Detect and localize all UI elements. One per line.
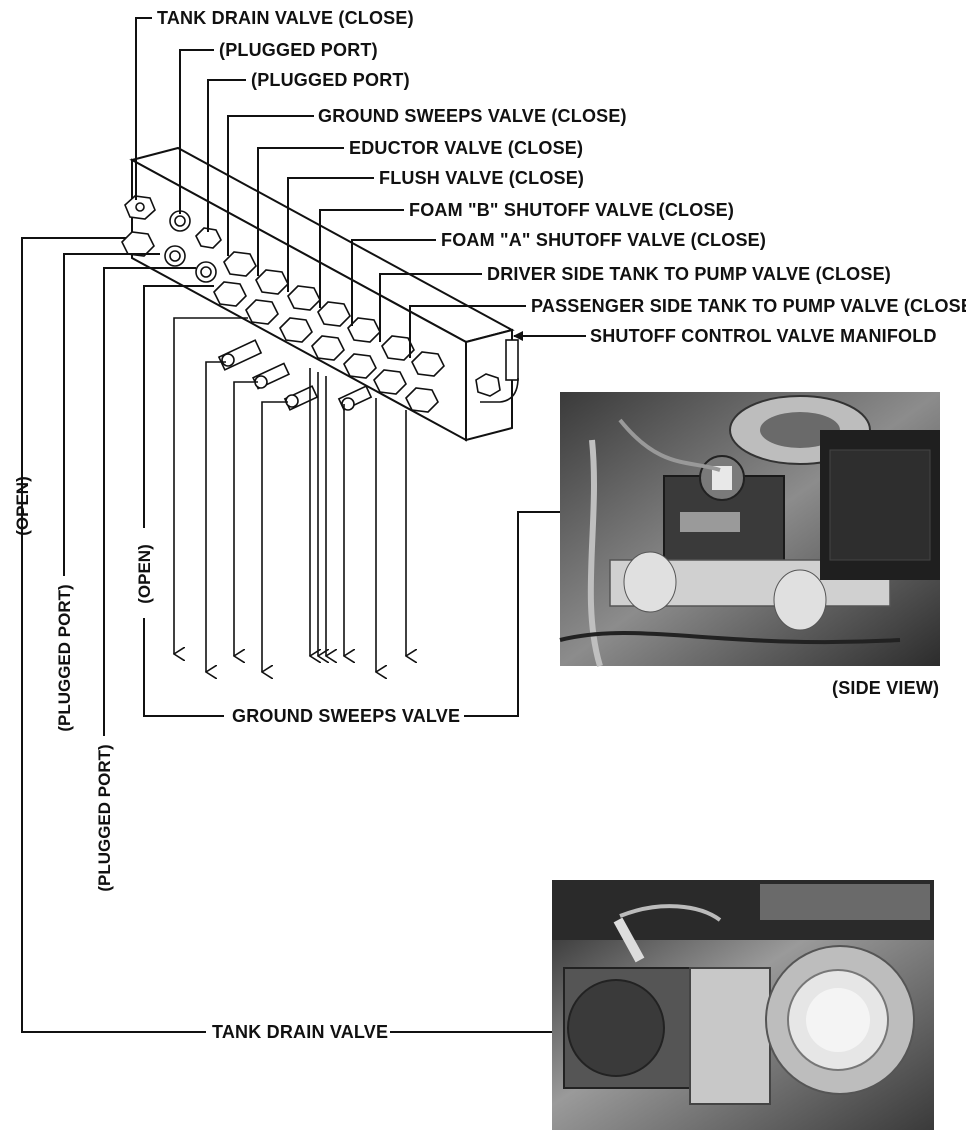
callout-lines-left bbox=[21, 237, 224, 1033]
manifold-block bbox=[129, 146, 515, 442]
fitting-hex-17 bbox=[405, 387, 439, 413]
photo-ground-sweeps-side-view bbox=[559, 392, 940, 667]
label-open-left: (OPEN) bbox=[13, 476, 32, 536]
fitting-hex-16 bbox=[373, 369, 407, 395]
fitting-hex-6 bbox=[317, 301, 351, 327]
fitting-hex-15 bbox=[343, 353, 377, 379]
label-plugged-port-2: (PLUGGED PORT) bbox=[251, 70, 410, 90]
fitting-hex-11 bbox=[213, 281, 247, 307]
label-plugged-port-left-2: (PLUGGED PORT) bbox=[95, 744, 114, 891]
callout-lines-top bbox=[135, 17, 526, 358]
photo-tank-drain-valve bbox=[552, 880, 934, 1130]
fitting-ring-3 bbox=[195, 261, 217, 283]
label-foam-b-close: FOAM "B" SHUTOFF VALVE (CLOSE) bbox=[409, 200, 734, 220]
down-arrows bbox=[174, 317, 406, 672]
fitting-ring-2 bbox=[164, 245, 186, 267]
label-driver-side-close: DRIVER SIDE TANK TO PUMP VALVE (CLOSE) bbox=[487, 264, 891, 284]
label-manifold: SHUTOFF CONTROL VALVE MANIFOLD bbox=[590, 326, 937, 346]
hose-barb-4 bbox=[337, 385, 373, 411]
label-tank-drain-close: TANK DRAIN VALVE (CLOSE) bbox=[157, 8, 414, 28]
label-passenger-side-close: PASSENGER SIDE TANK TO PUMP VALVE (CLOSE… bbox=[531, 296, 966, 316]
fitting-hex-3 bbox=[223, 251, 257, 277]
label-eductor-close: EDUCTOR VALVE (CLOSE) bbox=[349, 138, 583, 158]
labels: TANK DRAIN VALVE (CLOSE) (PLUGGED PORT) … bbox=[13, 8, 966, 1042]
fitting-hex-14 bbox=[311, 335, 345, 361]
label-tank-drain-valve: TANK DRAIN VALVE bbox=[212, 1022, 388, 1042]
label-side-view: (SIDE VIEW) bbox=[832, 678, 939, 698]
label-plugged-port-1: (PLUGGED PORT) bbox=[219, 40, 378, 60]
fitting-ring-1 bbox=[169, 210, 191, 232]
fitting-hex-2 bbox=[195, 227, 222, 249]
label-ground-sweeps-close: GROUND SWEEPS VALVE (CLOSE) bbox=[318, 106, 627, 126]
hose-barb-1 bbox=[217, 339, 263, 371]
fitting-hex-13 bbox=[279, 317, 313, 343]
label-flush-close: FLUSH VALVE (CLOSE) bbox=[379, 168, 584, 188]
hose-barb-3 bbox=[283, 385, 319, 411]
hose-barb-2 bbox=[251, 362, 291, 390]
label-foam-a-close: FOAM "A" SHUTOFF VALVE (CLOSE) bbox=[441, 230, 766, 250]
fitting-hex-8 bbox=[381, 335, 415, 361]
label-ground-sweeps-valve: GROUND SWEEPS VALVE bbox=[232, 706, 460, 726]
fitting-hex-12 bbox=[245, 299, 279, 325]
label-open-mid: (OPEN) bbox=[135, 544, 154, 604]
fitting-hex-9 bbox=[411, 351, 445, 377]
elbow-fitting bbox=[475, 339, 519, 403]
label-plugged-port-left-1: (PLUGGED PORT) bbox=[55, 584, 74, 731]
